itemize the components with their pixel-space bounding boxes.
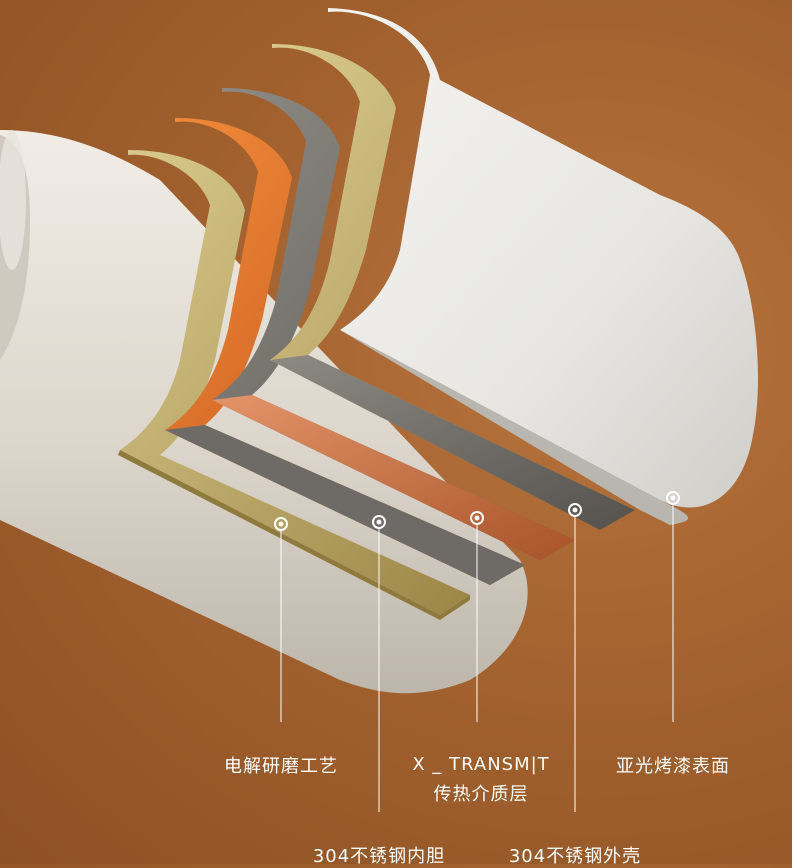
layer-steel-inner bbox=[212, 88, 575, 560]
label-transmit-desc: 传热介质层 bbox=[433, 784, 529, 805]
label-inner-liner: 304不锈钢内胆 bbox=[312, 846, 446, 867]
layer-copper-shell bbox=[270, 44, 635, 530]
callout-transmit bbox=[470, 511, 484, 722]
label-electrolytic: 电解研磨工艺 bbox=[224, 756, 338, 777]
layer-orange-transmit bbox=[165, 118, 525, 585]
layer-white-matte bbox=[328, 8, 759, 525]
callout-inner-liner bbox=[372, 515, 386, 812]
label-matte-paint: 亚光烤漆表面 bbox=[616, 756, 730, 777]
layer-gold-electrolytic bbox=[118, 150, 470, 620]
label-outer-shell: 304不锈钢外壳 bbox=[508, 846, 642, 867]
label-transmit: X _ TRANSM|T 传热介质层 bbox=[412, 750, 549, 810]
callout-electrolytic bbox=[274, 517, 288, 722]
callout-outer-shell bbox=[568, 503, 582, 812]
callout-matte-paint bbox=[666, 491, 680, 722]
label-transmit-name: X _ TRANSM|T bbox=[412, 754, 550, 775]
